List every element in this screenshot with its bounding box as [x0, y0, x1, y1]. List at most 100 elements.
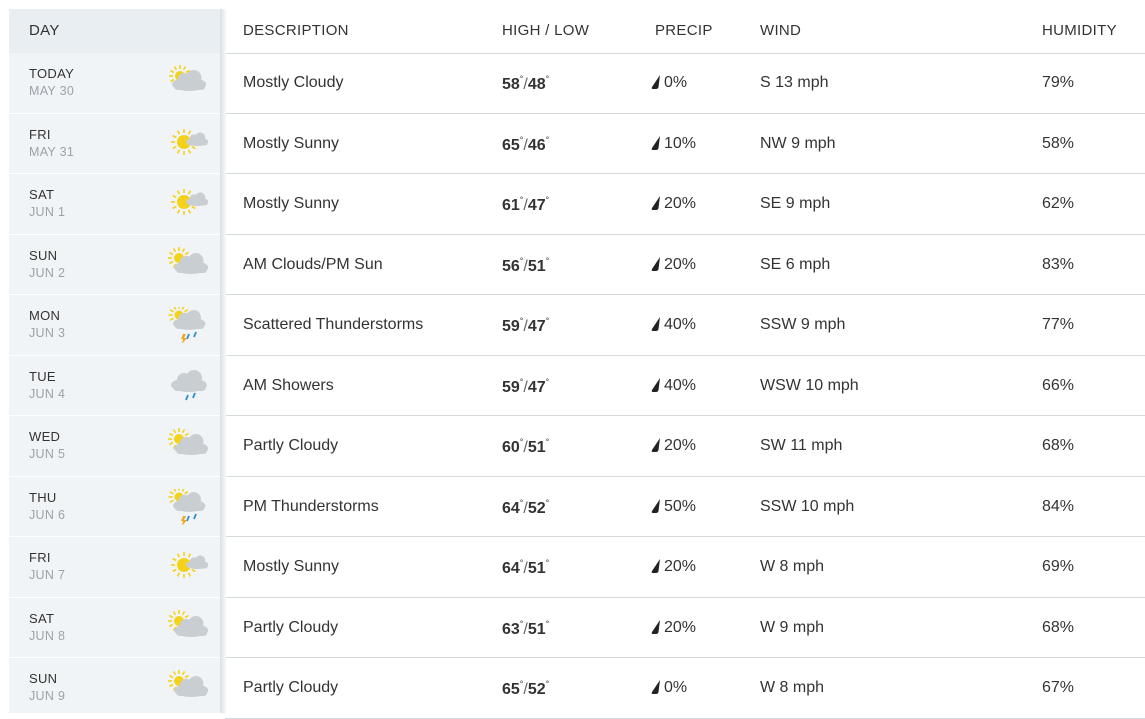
- wind-value: SSW 10 mph: [760, 497, 855, 515]
- description-text: Partly Cloudy: [243, 679, 339, 696]
- high-low-column-header: HIGH / LOW: [502, 22, 590, 39]
- table-row[interactable]: SAT JUN 8 Partly Cloudy 63°/51° 20% W 9 …: [0, 598, 1145, 658]
- table-row[interactable]: TUE JUN 4 AM Showers 59°/47° 40% WSW 10 …: [0, 356, 1145, 416]
- wind-column-header: WIND: [760, 22, 802, 39]
- day-name: THU: [29, 489, 57, 505]
- showers-icon: [164, 368, 212, 404]
- temp-separator: /: [523, 197, 528, 214]
- degree-symbol: °: [545, 74, 550, 84]
- precip-value: 40%: [650, 377, 696, 395]
- low-temp: 47: [527, 378, 546, 396]
- wind-value: W 8 mph: [760, 679, 825, 696]
- table-row[interactable]: MON JUN 3 Scattered Thunderstorms 59°/47…: [0, 295, 1145, 356]
- description-text: Scattered Thunderstorms: [243, 316, 424, 333]
- humidity-value: 83%: [1042, 255, 1075, 273]
- high-low-temps: 65°/52°: [502, 679, 549, 699]
- raindrop-icon: [650, 679, 664, 696]
- table-row[interactable]: SUN JUN 9 Partly Cloudy 65°/52° 0% W 8 m…: [0, 658, 1145, 719]
- day-name: FRI: [29, 550, 51, 565]
- day-cell: THU JUN 6: [9, 477, 220, 537]
- degree-symbol: °: [545, 316, 550, 326]
- low-temp: 51: [527, 560, 546, 577]
- day-name: FRI: [29, 126, 51, 142]
- high-low-temps: 64°/52°: [502, 498, 549, 518]
- table-row[interactable]: FRI MAY 31 Mostly Sunny 65°/46° 10% NW 9…: [0, 114, 1145, 174]
- precip-percent: 20%: [664, 255, 697, 273]
- precip-percent: 20%: [664, 558, 697, 575]
- low-temp: 51: [527, 257, 546, 275]
- degree-symbol: °: [545, 558, 550, 568]
- partly-cloudy-icon: [164, 428, 212, 464]
- main-header-cell: DESCRIPTION HIGH / LOW PRECIP WIND HUMID…: [225, 9, 1145, 54]
- wind-value: W 8 mph: [760, 558, 825, 575]
- description-column-header: DESCRIPTION: [243, 22, 349, 39]
- day-cell: SAT JUN 8: [9, 598, 220, 658]
- wind-value: SE 9 mph: [760, 195, 831, 212]
- raindrop-icon: [650, 498, 664, 515]
- table-row[interactable]: WED JUN 5 Partly Cloudy 60°/51° 20% SW 1…: [0, 416, 1145, 477]
- day-cell: FRI JUN 7: [9, 537, 220, 598]
- table-row[interactable]: TODAY MAY 30 Mostly Cloudy 58°/48° 0% S …: [0, 53, 1145, 114]
- precip-percent: 40%: [664, 316, 697, 333]
- precip-percent: 20%: [664, 437, 697, 454]
- precip-value: 0%: [650, 74, 687, 92]
- table-row[interactable]: FRI JUN 7 Mostly Sunny 64°/51° 20% W 8 m…: [0, 537, 1145, 598]
- description-text: Mostly Sunny: [243, 195, 340, 212]
- degree-symbol: °: [545, 437, 550, 447]
- forecast-details-cell: PM Thunderstorms 64°/52° 50% SSW 10 mph …: [225, 477, 1145, 537]
- forecast-details-cell: Mostly Sunny 61°/47° 20% SE 9 mph 62%: [225, 174, 1145, 235]
- precip-percent: 10%: [664, 134, 697, 152]
- humidity-value: 84%: [1042, 497, 1075, 515]
- day-cell: SUN JUN 9: [9, 658, 220, 719]
- description-text: Partly Cloudy: [243, 437, 339, 454]
- description-text: Mostly Sunny: [243, 558, 340, 575]
- humidity-value: 58%: [1042, 134, 1075, 152]
- partly-cloudy-icon: [164, 609, 212, 646]
- day-date: JUN 8: [29, 628, 66, 643]
- description-text: Mostly Sunny: [243, 134, 340, 152]
- temp-separator: /: [523, 136, 528, 154]
- temp-separator: /: [523, 318, 528, 335]
- table-row[interactable]: SAT JUN 1 Mostly Sunny 61°/47° 20% SE 9 …: [0, 174, 1145, 235]
- forecast-details-cell: Mostly Sunny 64°/51° 20% W 8 mph 69%: [225, 537, 1145, 598]
- high-temp: 59: [502, 378, 520, 396]
- low-temp: 52: [527, 681, 546, 698]
- high-temp: 58: [502, 76, 520, 93]
- table-row[interactable]: THU JUN 6 PM Thunderstorms 64°/52° 50% S…: [0, 477, 1145, 537]
- precip-column-header: PRECIP: [655, 22, 713, 39]
- day-cell: SAT JUN 1: [9, 174, 220, 235]
- thunderstorm-icon: [164, 304, 212, 344]
- low-temp: 51: [527, 620, 546, 638]
- degree-symbol: °: [545, 618, 550, 629]
- description-text: Mostly Cloudy: [243, 74, 344, 91]
- table-row[interactable]: SUN JUN 2 AM Clouds/PM Sun 56°/51° 20% S…: [0, 235, 1145, 295]
- day-date: MAY 31: [29, 144, 75, 159]
- degree-symbol: °: [519, 558, 524, 568]
- day-name: TODAY: [29, 66, 75, 81]
- day-date: JUN 1: [29, 205, 66, 219]
- forecast-details-cell: Mostly Sunny 65°/46° 10% NW 9 mph 58%: [225, 114, 1145, 174]
- degree-symbol: °: [519, 74, 524, 84]
- wind-value: WSW 10 mph: [760, 376, 859, 394]
- humidity-value: 68%: [1042, 437, 1075, 454]
- temp-separator: /: [523, 681, 528, 698]
- temp-separator: /: [523, 620, 528, 638]
- day-name: WED: [29, 429, 61, 444]
- high-low-temps: 59°/47°: [502, 377, 549, 397]
- degree-symbol: °: [519, 134, 524, 145]
- humidity-value: 69%: [1042, 558, 1075, 575]
- precip-value: 20%: [650, 558, 696, 576]
- day-cell: TODAY MAY 30: [9, 53, 220, 114]
- forecast-details-cell: Partly Cloudy 63°/51° 20% W 9 mph 68%: [225, 598, 1145, 658]
- precip-percent: 0%: [664, 74, 688, 91]
- high-temp: 61: [502, 197, 520, 214]
- day-name: SAT: [29, 610, 55, 626]
- high-low-temps: 61°/47°: [502, 195, 549, 215]
- day-date: JUN 7: [29, 568, 66, 582]
- wind-value: S 13 mph: [760, 74, 829, 91]
- raindrop-icon: [650, 74, 664, 91]
- degree-symbol: °: [545, 679, 550, 689]
- degree-symbol: °: [545, 497, 550, 508]
- precip-value: 0%: [650, 679, 687, 697]
- high-temp: 64: [502, 499, 520, 517]
